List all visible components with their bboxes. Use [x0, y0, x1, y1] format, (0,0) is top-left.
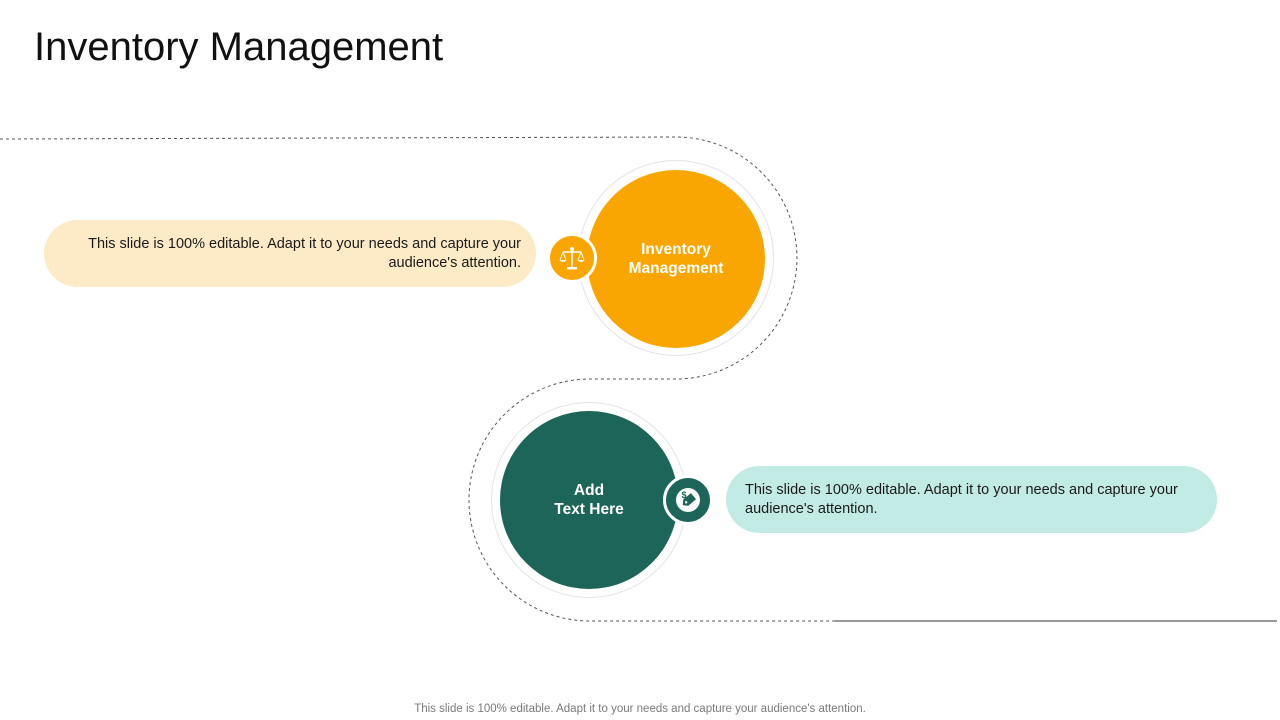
balance-scale-icon: [559, 247, 585, 270]
step-2-description: This slide is 100% editable. Adapt it to…: [745, 481, 1178, 517]
step-2-circle-label: Add Text Here: [554, 482, 624, 518]
price-tag-dollar-icon: $: [676, 488, 700, 512]
page-title: Inventory Management: [34, 25, 444, 69]
step-1-description-pill: This slide is 100% editable. Adapt it to…: [44, 220, 536, 287]
step-1-description: This slide is 100% editable. Adapt it to…: [88, 235, 521, 271]
step-2-description-pill: This slide is 100% editable. Adapt it to…: [726, 466, 1217, 533]
step-1-circle-label: Inventory Management: [628, 241, 724, 277]
step-2-icon-badge: $: [663, 475, 713, 525]
step-2-circle: Add Text Here: [500, 411, 678, 589]
step-1-icon-badge: [547, 233, 597, 283]
footer-note: This slide is 100% editable. Adapt it to…: [414, 703, 866, 715]
step-1-circle: Inventory Management: [587, 170, 765, 348]
svg-text:$: $: [682, 490, 687, 500]
